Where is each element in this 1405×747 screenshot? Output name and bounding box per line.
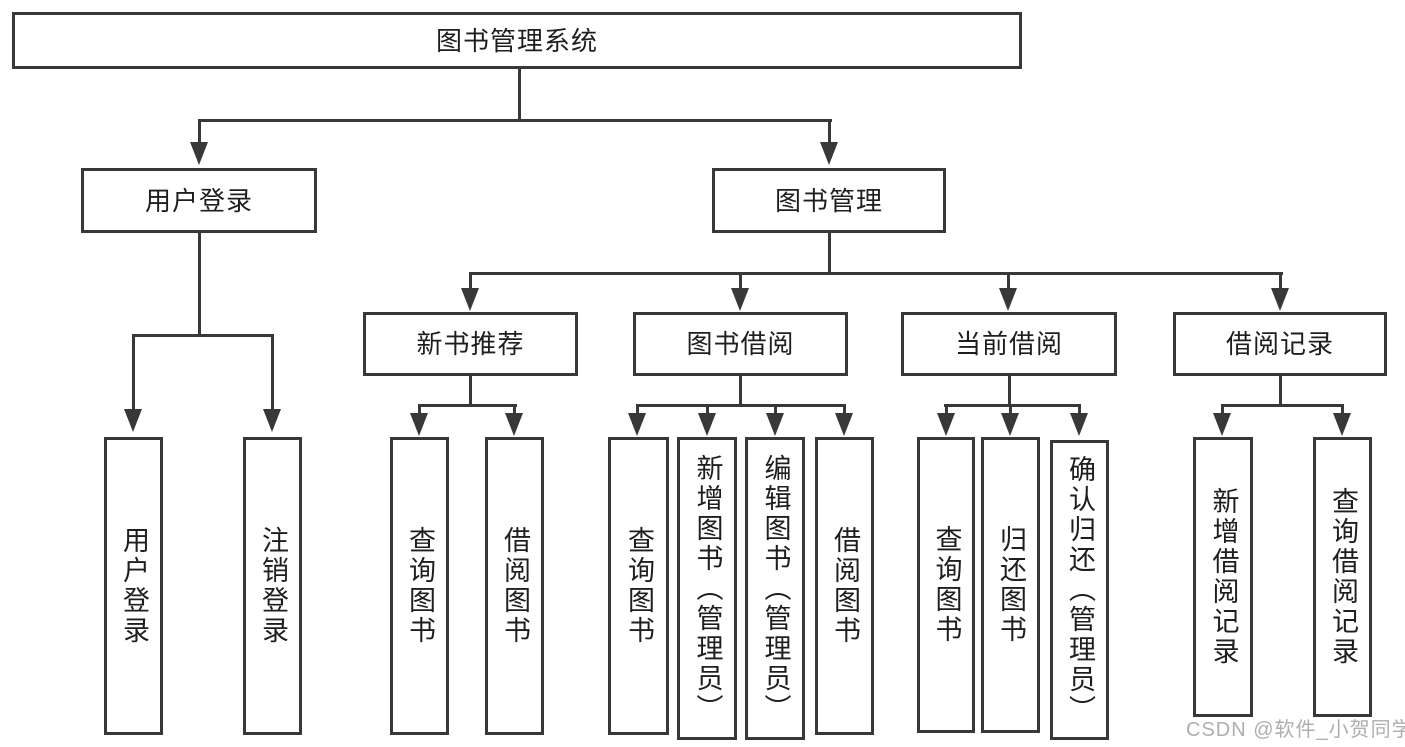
arrowhead-down-icon	[410, 413, 428, 436]
arrowhead-down-icon	[1271, 288, 1289, 311]
connector-line	[774, 404, 777, 415]
leaf-query-books-borrow-label: 查询图书	[624, 526, 654, 646]
arrowhead-down-icon	[999, 288, 1017, 311]
leaf-return-books: 归还图书	[981, 437, 1040, 733]
node-user-login: 用户登录	[81, 168, 317, 233]
csdn-watermark: CSDN @软件_小贺同学	[1186, 719, 1405, 741]
arrowhead-down-icon	[1001, 413, 1019, 436]
leaf-add-books-admin: 新增图书（管理员）	[677, 437, 737, 740]
connector-line	[132, 334, 135, 411]
leaf-borrow-books-rec: 借阅图书	[485, 437, 544, 735]
node-root-label: 图书管理系统	[435, 25, 598, 56]
connector-line	[198, 119, 201, 145]
arrowhead-down-icon	[766, 413, 784, 436]
arrowhead-down-icon	[1213, 413, 1231, 436]
connector-line	[1007, 272, 1010, 289]
connector-line	[418, 404, 421, 415]
arrowhead-down-icon	[505, 413, 523, 436]
connector-line	[469, 376, 472, 407]
connector-line	[518, 68, 521, 122]
leaf-add-borrow-record: 新增借阅记录	[1193, 437, 1253, 717]
leaf-query-borrow-record-label: 查询借阅记录	[1328, 487, 1358, 667]
node-new-book-rec-label: 新书推荐	[416, 329, 525, 359]
connector-line	[843, 404, 846, 415]
node-root: 图书管理系统	[12, 12, 1022, 69]
leaf-borrow-books-label: 借阅图书	[830, 526, 860, 646]
connector-line	[1009, 404, 1012, 415]
connector-line	[132, 334, 274, 337]
connector-line	[469, 272, 472, 289]
arrowhead-down-icon	[628, 413, 646, 436]
node-current-borrow-label: 当前借阅	[954, 329, 1063, 359]
connector-line	[706, 404, 709, 415]
node-borrow-record: 借阅记录	[1173, 312, 1387, 376]
arrowhead-down-icon	[124, 409, 142, 432]
leaf-add-borrow-record-label: 新增借阅记录	[1208, 487, 1239, 667]
arrowhead-down-icon	[937, 413, 955, 436]
leaf-query-borrow-record: 查询借阅记录	[1313, 437, 1372, 717]
leaf-edit-books-admin: 编辑图书（管理员）	[745, 437, 805, 740]
connector-line	[271, 334, 274, 411]
connector-line	[739, 376, 742, 407]
arrowhead-down-icon	[731, 288, 749, 311]
node-current-borrow: 当前借阅	[901, 312, 1117, 376]
node-book-borrow: 图书借阅	[633, 312, 848, 376]
arrowhead-down-icon	[820, 142, 838, 165]
leaf-query-books-borrow: 查询图书	[608, 437, 669, 735]
leaf-return-books-label: 归还图书	[996, 525, 1026, 645]
connector-line	[469, 272, 1283, 275]
connector-line	[828, 119, 831, 145]
node-book-mgmt-label: 图书管理	[774, 185, 883, 216]
connector-line	[1279, 272, 1282, 289]
connector-line	[513, 404, 516, 415]
connector-line	[1221, 404, 1344, 407]
leaf-query-books-rec: 查询图书	[390, 437, 449, 735]
connector-line	[198, 232, 201, 337]
connector-line	[945, 404, 948, 415]
leaf-logout: 注销登录	[243, 437, 302, 735]
leaf-query-books-current: 查询图书	[917, 437, 975, 733]
leaf-confirm-return-admin: 确认归还（管理员）	[1050, 440, 1109, 740]
leaf-user-login: 用户登录	[104, 437, 163, 735]
connector-line	[198, 119, 832, 122]
connector-line	[944, 404, 1081, 407]
node-new-book-rec: 新书推荐	[363, 312, 578, 376]
connector-line	[1221, 404, 1224, 415]
arrowhead-down-icon	[835, 413, 853, 436]
leaf-add-books-admin-label: 新增图书（管理员）	[692, 453, 723, 724]
connector-line	[1341, 404, 1344, 415]
arrowhead-down-icon	[263, 409, 281, 432]
leaf-query-books-rec-label: 查询图书	[405, 526, 435, 646]
leaf-confirm-return-admin-label: 确认归还（管理员）	[1065, 455, 1095, 725]
leaf-borrow-books-rec-label: 借阅图书	[500, 526, 530, 646]
arrowhead-down-icon	[698, 413, 716, 436]
leaf-user-login-label: 用户登录	[119, 526, 149, 646]
node-book-borrow-label: 图书借阅	[686, 329, 795, 359]
connector-line	[636, 404, 846, 407]
node-user-login-label: 用户登录	[144, 185, 253, 216]
connector-line	[1008, 376, 1011, 407]
node-book-mgmt: 图书管理	[712, 168, 946, 233]
arrowhead-down-icon	[1070, 413, 1088, 436]
arrowhead-down-icon	[461, 288, 479, 311]
arrowhead-down-icon	[1333, 413, 1351, 436]
connector-line	[636, 404, 639, 415]
leaf-logout-label: 注销登录	[258, 526, 288, 646]
connector-line	[739, 272, 742, 289]
arrowhead-down-icon	[190, 142, 208, 165]
leaf-borrow-books: 借阅图书	[815, 437, 874, 735]
connector-line	[828, 232, 831, 274]
leaf-query-books-current-label: 查询图书	[931, 525, 962, 645]
connector-line	[1279, 376, 1282, 407]
leaf-edit-books-admin-label: 编辑图书（管理员）	[760, 453, 791, 724]
node-borrow-record-label: 借阅记录	[1225, 329, 1334, 359]
connector-line	[1078, 404, 1081, 415]
connector-line	[418, 404, 517, 407]
